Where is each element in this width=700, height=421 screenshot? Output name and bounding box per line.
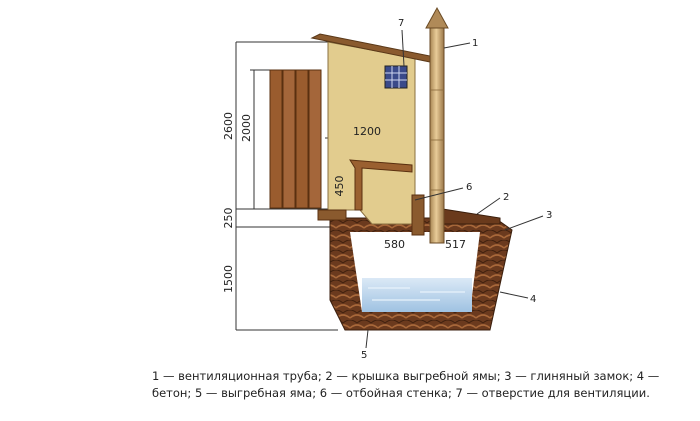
dim-517: 517 [445,238,466,251]
door [269,69,322,209]
dim-250: 250 [222,208,235,229]
dim-450: 450 [333,176,346,197]
legend-caption: 1 — вентиляционная труба; 2 — крышка выг… [152,369,660,400]
callout-2: 2 [503,192,509,203]
floor-step [317,209,347,221]
pipe-cap [425,6,449,29]
dim-2000: 2000 [240,114,253,142]
callout-7: 7 [398,18,404,29]
deflector-wall [411,194,425,236]
seat [349,159,413,211]
dim-580: 580 [384,238,405,251]
dim-1500: 1500 [222,265,235,293]
dim-2600: 2600 [222,112,235,140]
callout-6: 6 [466,182,472,193]
leaders [365,29,544,349]
pit [329,206,513,331]
vent-hole [384,65,408,89]
sewage [362,278,472,312]
callout-1: 1 [472,38,478,49]
dim-1200: 1200 [353,125,381,138]
outhouse [269,33,431,236]
callout-4: 4 [530,294,536,305]
vent-pipe [425,6,449,244]
callout-5: 5 [361,350,367,361]
callout-3: 3 [546,210,552,221]
